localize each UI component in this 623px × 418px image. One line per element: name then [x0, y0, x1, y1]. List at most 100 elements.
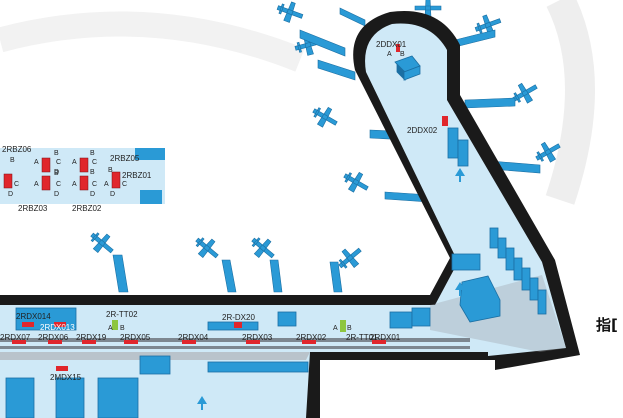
background-swirl [0, 11, 305, 72]
check-in-counter [82, 340, 96, 344]
label-a: A [34, 159, 39, 166]
label-c: C [92, 159, 97, 166]
check-in-counter [234, 322, 242, 328]
direction-arrow-icon [455, 282, 465, 296]
airplane-icon [338, 247, 362, 269]
label-c: C [14, 181, 19, 188]
jet-bridge [464, 97, 516, 109]
shop-block [207, 361, 309, 373]
check-in-counter [372, 340, 386, 344]
label-2mdx15: 2MDX15 [50, 373, 82, 382]
check-in-counter [302, 340, 316, 344]
label-d: D [110, 191, 115, 198]
green-desk [112, 320, 118, 330]
label-b: B [347, 325, 352, 332]
label-2rdx19: 2RDX19 [76, 333, 107, 342]
shop-block [521, 267, 531, 291]
shop-block [489, 227, 499, 249]
check-in-counter [48, 340, 62, 344]
label-b: B [108, 167, 113, 174]
label-a: A [34, 181, 39, 188]
label-2rdx07: 2RDX07 [0, 333, 31, 342]
label-2rdx05: 2RDX05 [120, 333, 151, 342]
label-a: A [387, 51, 392, 58]
label-c: C [56, 159, 61, 166]
label-d: D [90, 191, 95, 198]
green-desk [340, 320, 346, 332]
check-in-counter [246, 340, 260, 344]
check-in-counter [182, 340, 196, 344]
label-2rdx02: 2RDX02 [296, 333, 327, 342]
label-2rbz03: 2RBZ03 [18, 204, 48, 213]
label-2rdx013: 2RDX013 [40, 323, 75, 332]
shop-block [277, 311, 297, 327]
shop-block [505, 247, 515, 271]
shop-block [537, 289, 547, 315]
background-swirl [545, 0, 595, 205]
label-2rbz01: 2RBZ01 [122, 171, 152, 180]
shop-block [55, 377, 85, 418]
shop-block [513, 257, 523, 281]
counter-row [0, 346, 470, 349]
label-a: A [108, 325, 113, 332]
label-c: C [122, 181, 127, 188]
shop-block [389, 311, 413, 329]
shop-block [497, 237, 507, 259]
central-hub-block [459, 275, 501, 323]
shop-block [447, 127, 459, 159]
label-d: D [54, 191, 59, 198]
airplane-icon [251, 237, 275, 259]
shop-block [411, 307, 431, 327]
direction-arrow-icon [455, 168, 465, 182]
label-a: A [104, 181, 109, 188]
check-in-counter [111, 171, 121, 189]
check-in-counter [442, 116, 448, 126]
label-b: B [400, 51, 405, 58]
shop-block [140, 190, 162, 204]
check-in-counter [124, 340, 138, 344]
label-c: C [56, 181, 61, 188]
jet-bridge [317, 59, 356, 81]
label-2rdx03: 2RDX03 [242, 333, 273, 342]
label-2ddx02: 2DDX02 [407, 126, 438, 135]
shop-block [139, 355, 171, 375]
check-in-counter [22, 322, 34, 327]
label-2r-tt01: 2R-TT01 [346, 333, 378, 342]
counter-row [0, 338, 470, 342]
airplane-icon [276, 1, 304, 23]
jet-bridge [221, 259, 237, 293]
check-in-counter [12, 340, 26, 344]
check-in-counter [54, 322, 66, 327]
jet-bridge [299, 29, 346, 57]
label-d: D [54, 169, 59, 176]
shop-block [207, 321, 259, 331]
check-in-counter [79, 175, 89, 191]
check-in-counter [56, 366, 68, 371]
label-2rdx01: 2RDX01 [370, 333, 401, 342]
label-b: B [90, 169, 95, 176]
shop-block [97, 377, 139, 418]
label-a: A [333, 325, 338, 332]
label-2r-tt02: 2R-TT02 [106, 310, 138, 319]
airplane-icon [195, 237, 219, 259]
label-c: C [92, 181, 97, 188]
shop-block [5, 377, 35, 418]
jet-bridge [269, 259, 283, 293]
check-in-counter [41, 175, 51, 191]
label-d: D [8, 191, 13, 198]
label-b: B [90, 150, 95, 157]
check-in-counter [41, 157, 51, 173]
jet-bridge [112, 254, 129, 293]
label-2ddx01: 2DDX01 [376, 40, 407, 49]
label-a: A [72, 181, 77, 188]
label-2rbz02: 2RBZ02 [72, 204, 102, 213]
label-b: B [54, 170, 59, 177]
label-2rdx06: 2RDX06 [38, 333, 69, 342]
label-b: B [120, 325, 125, 332]
shop-block [457, 139, 469, 167]
check-in-counter [396, 44, 400, 52]
directory-sign: 指[ [596, 316, 618, 334]
airplane-icon [312, 106, 338, 128]
shop-block [135, 148, 165, 160]
